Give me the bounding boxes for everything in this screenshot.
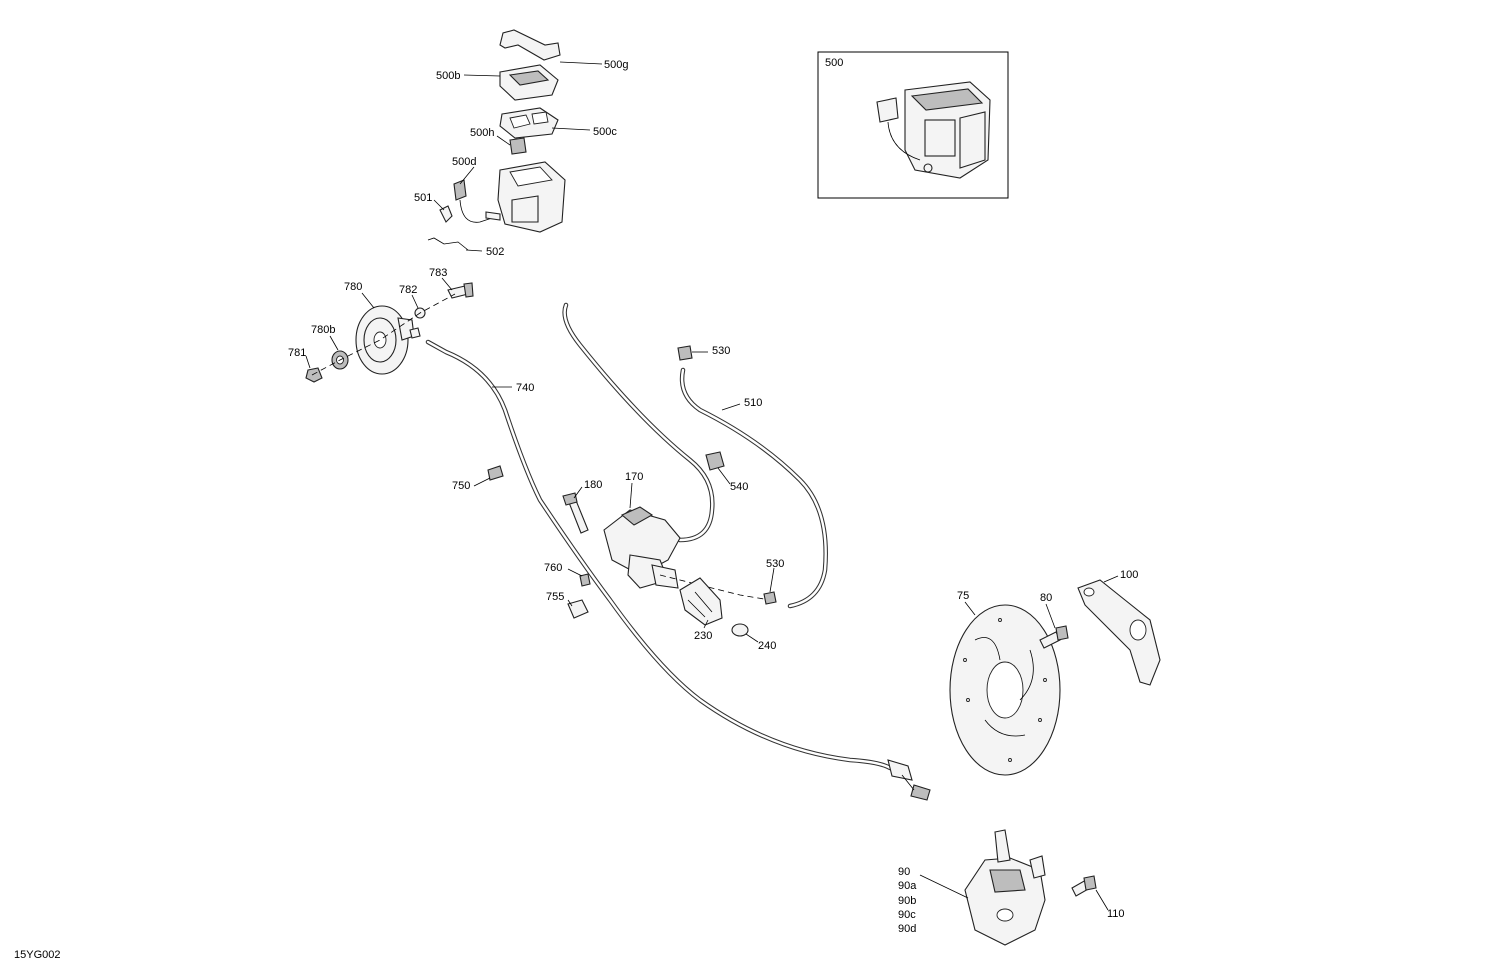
callout-501: 501 — [414, 192, 432, 204]
part-240-cap — [731, 623, 749, 637]
callout-75: 75 — [957, 590, 969, 602]
part-80-bolt — [1039, 625, 1069, 649]
part-90-caliper — [964, 829, 1046, 946]
part-750-clip — [487, 465, 504, 481]
callout-90: 90 — [898, 866, 910, 878]
part-510-hose-b — [679, 367, 828, 609]
inset-box-500: 500 — [817, 51, 1009, 199]
part-780-pulley — [355, 305, 415, 375]
callout-750: 750 — [452, 480, 470, 492]
callout-500g: 500g — [604, 59, 628, 71]
part-755-clamp — [567, 599, 589, 619]
callout-500b: 500b — [436, 70, 460, 82]
part-170-actuator — [603, 506, 681, 589]
leader-lines — [305, 61, 1119, 911]
part-530-fitting-top — [677, 345, 693, 361]
part-500h-insert — [509, 137, 527, 155]
callout-100: 100 — [1120, 569, 1138, 581]
part-180-bolt — [562, 492, 589, 534]
callout-180: 180 — [584, 479, 602, 491]
part-100-bracket — [1077, 579, 1161, 686]
inset-label-500: 500 — [825, 57, 843, 69]
inset-module-500 — [876, 81, 991, 179]
part-500d-harness — [453, 179, 501, 223]
callout-530-bottom: 530 — [766, 558, 784, 570]
part-500c-gasket — [499, 107, 559, 139]
assembly-axis-780 — [311, 293, 456, 376]
callout-782: 782 — [399, 284, 417, 296]
part-540-clip — [705, 451, 725, 471]
callout-90c: 90c — [898, 909, 916, 921]
callout-740: 740 — [516, 382, 534, 394]
callout-110: 110 — [1107, 908, 1125, 920]
callout-783: 783 — [429, 267, 447, 279]
callout-90b: 90b — [898, 895, 916, 907]
part-75-brake-disc — [949, 604, 1061, 776]
part-500g-clip — [499, 29, 561, 61]
callout-230: 230 — [694, 630, 712, 642]
assembly-axis-170 — [659, 574, 771, 601]
callout-labels: 500g 500b 500c 500h 500d 501 502 783 780… — [288, 59, 1138, 935]
part-740-cable — [409, 327, 931, 801]
part-230-boot — [679, 577, 723, 626]
callout-500h: 500h — [470, 127, 494, 139]
callout-502: 502 — [486, 246, 504, 258]
callout-530-top: 530 — [712, 345, 730, 357]
part-501-screw — [439, 205, 453, 223]
part-760-bolt — [579, 573, 591, 587]
callout-780b: 780b — [311, 324, 335, 336]
callout-90a: 90a — [898, 880, 917, 892]
part-510-hose-a — [562, 302, 715, 543]
part-781-nut — [305, 367, 323, 383]
callout-500c: 500c — [593, 126, 617, 138]
callout-240: 240 — [758, 640, 776, 652]
callout-80: 80 — [1040, 592, 1052, 604]
part-500b-cover — [499, 64, 559, 101]
callout-500d: 500d — [452, 156, 476, 168]
part-780b-bearing — [331, 350, 349, 370]
callout-540: 540 — [730, 481, 748, 493]
callout-755: 755 — [546, 591, 564, 603]
callout-170: 170 — [625, 471, 643, 483]
callout-760: 760 — [544, 562, 562, 574]
callout-510: 510 — [744, 397, 762, 409]
part-110-bolt — [1071, 875, 1097, 897]
callout-90d: 90d — [898, 923, 916, 935]
diagram-code: 15YG002 — [14, 949, 60, 961]
callout-781: 781 — [288, 347, 306, 359]
callout-780: 780 — [344, 281, 362, 293]
part-500-housing — [497, 161, 566, 233]
part-502-wire — [427, 237, 469, 251]
part-530-fitting-bottom — [763, 591, 777, 605]
